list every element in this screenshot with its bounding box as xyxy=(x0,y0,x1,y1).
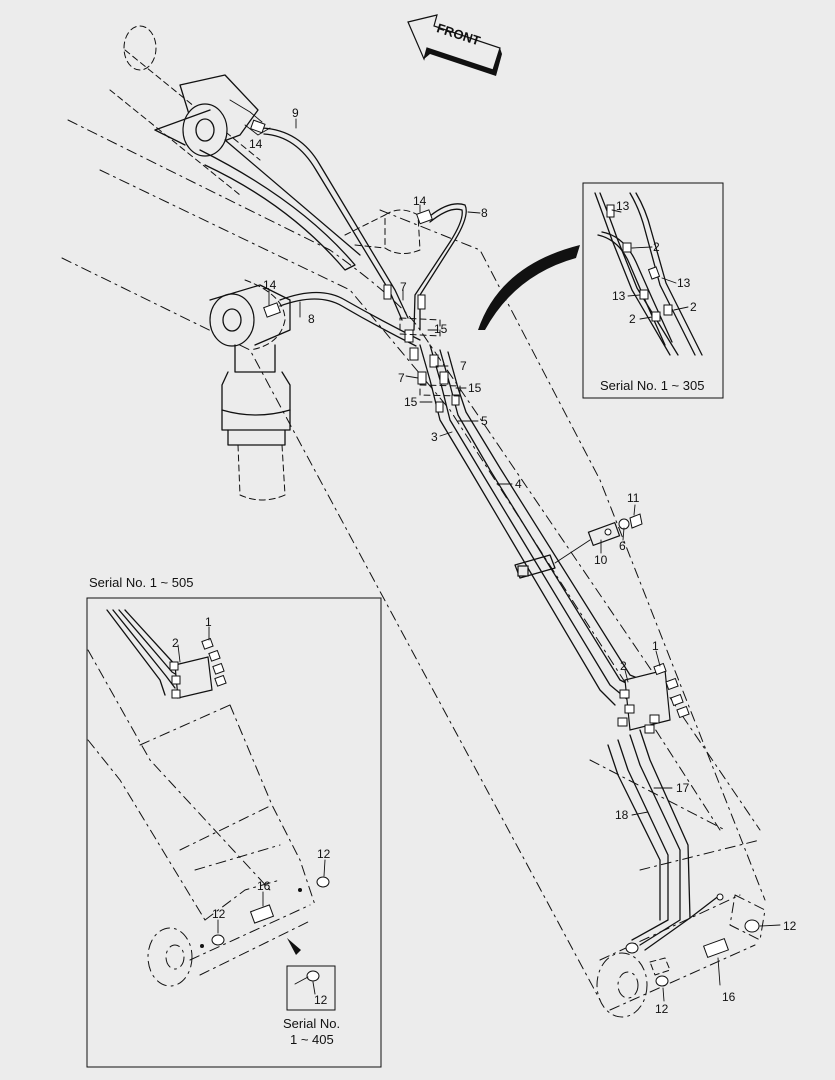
inset-305-caption: Serial No. 1 ~ 305 xyxy=(600,378,704,393)
hose-lines xyxy=(261,127,721,951)
callout-11: 11 xyxy=(627,491,640,505)
callout-2: 2 xyxy=(620,659,627,673)
inset-505-callout-12-b: 12 xyxy=(212,907,226,921)
front-direction-arrow: FRONT xyxy=(407,14,502,76)
inset-305-callout-2-b: 2 xyxy=(690,300,697,314)
callout-8-b: 8 xyxy=(308,312,315,326)
clamp-assembly xyxy=(514,513,643,579)
inset-pointer xyxy=(287,938,301,955)
inset-505-callout-16: 16 xyxy=(257,879,271,893)
leader-lines xyxy=(244,118,781,1002)
callout-7-b: 7 xyxy=(460,359,467,373)
callout-15-a: 15 xyxy=(434,322,448,336)
inset-305-callout-2-c: 2 xyxy=(629,312,636,326)
callout-12-a: 12 xyxy=(783,919,797,933)
callout-9: 9 xyxy=(292,106,299,120)
inset-305-callout-13-a: 13 xyxy=(616,199,630,213)
callout-8-a: 8 xyxy=(481,206,488,220)
callout-15-c: 15 xyxy=(404,395,418,409)
inset-305-callout-2-a: 2 xyxy=(653,240,660,254)
valve-block-right xyxy=(617,662,690,734)
arm-cylinder-rod xyxy=(199,139,361,271)
callout-7-a: 7 xyxy=(400,280,407,294)
small-inset-caption-1: Serial No. xyxy=(283,1016,340,1031)
callout-17: 17 xyxy=(676,781,690,795)
callout-14-b: 14 xyxy=(413,194,427,208)
detail-pointer-arrow xyxy=(478,245,580,330)
bucket-cylinder xyxy=(209,279,291,501)
arm-cylinder-head xyxy=(344,209,421,254)
callout-14-c: 14 xyxy=(263,278,277,292)
callout-15-b: 15 xyxy=(468,381,482,395)
callout-16: 16 xyxy=(722,990,736,1004)
callout-5: 5 xyxy=(481,414,488,428)
inset-505-caption: Serial No. 1 ~ 505 xyxy=(89,575,193,590)
callout-12-b: 12 xyxy=(655,1002,669,1016)
inset-505-callout-2: 2 xyxy=(172,636,179,650)
grease-points-right xyxy=(625,893,760,987)
callout-6: 6 xyxy=(619,539,626,553)
small-inset-caption-2: 1 ~ 405 xyxy=(290,1032,334,1047)
callout-3: 3 xyxy=(431,430,438,444)
inset-serial-305: 13 2 13 13 2 2 Serial No. 1 ~ 305 xyxy=(582,182,724,399)
callout-4: 4 xyxy=(515,477,522,491)
callout-10: 10 xyxy=(594,553,608,567)
inset-305-callout-13-c: 13 xyxy=(612,289,626,303)
small-inset-callout-12: 12 xyxy=(314,993,328,1007)
inset-serial-505: Serial No. 1 ~ 505 1 2 12 16 xyxy=(86,575,382,1068)
fittings-top xyxy=(250,119,461,413)
inset-305-callout-13-b: 13 xyxy=(677,276,691,290)
boom-cylinder-top xyxy=(109,25,263,196)
boom-outline xyxy=(61,119,766,1018)
inset-505-callout-1: 1 xyxy=(205,615,212,629)
callout-14-a: 14 xyxy=(249,137,263,151)
callout-7-c: 7 xyxy=(398,371,405,385)
callout-1: 1 xyxy=(652,639,659,653)
inset-505-callout-12-a: 12 xyxy=(317,847,331,861)
callout-labels: 9 14 14 8 14 8 7 15 7 7 15 15 5 3 4 11 6… xyxy=(249,106,797,1016)
callout-18: 18 xyxy=(615,808,629,822)
